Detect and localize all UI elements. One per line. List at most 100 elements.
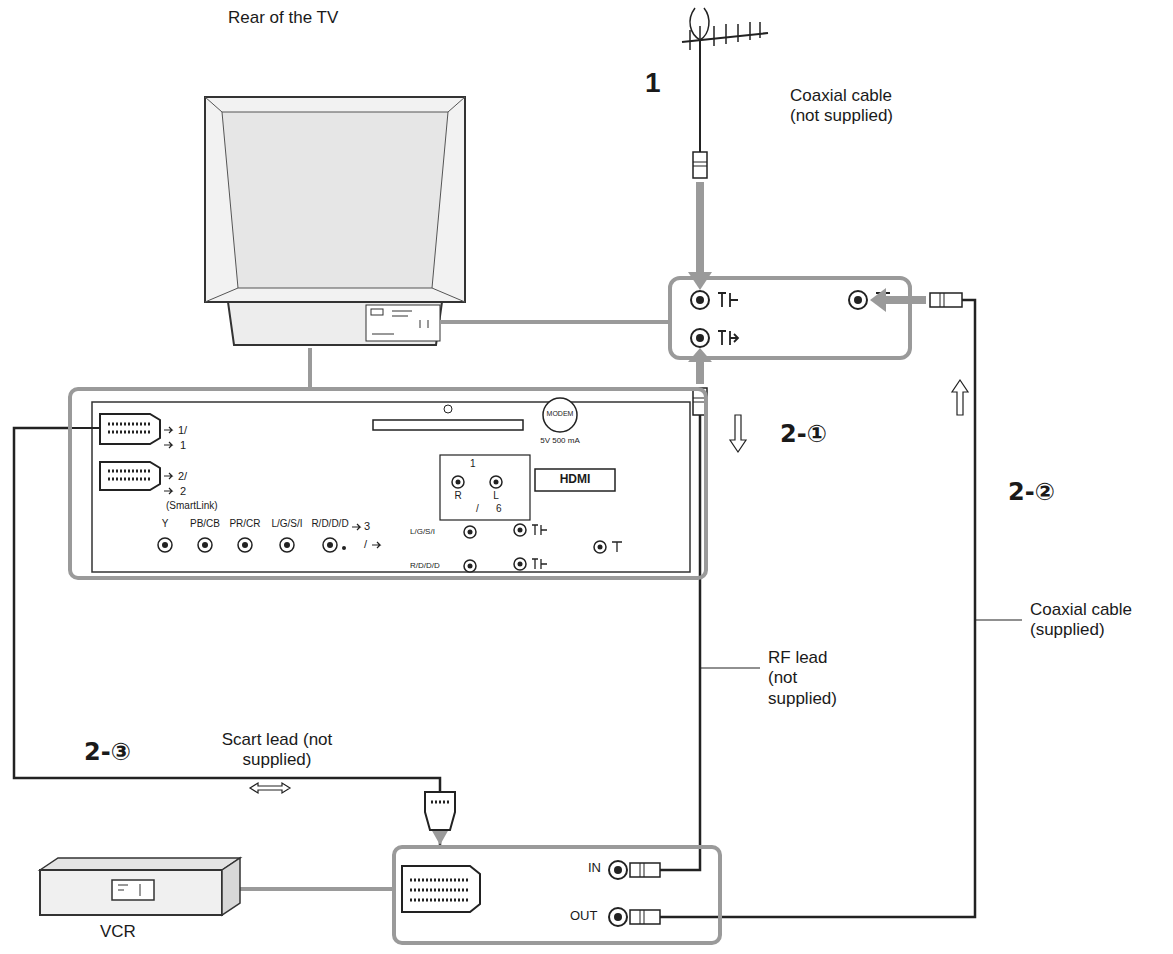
- tv-illustration-part: [205, 97, 465, 302]
- vcr-terminal-detail-part: [609, 861, 627, 879]
- panel-detail-part: [100, 462, 160, 490]
- socket-label: L: [493, 490, 499, 502]
- rf-lead-part: [640, 863, 644, 877]
- socket-label: L/G/S/I: [410, 527, 435, 536]
- vcr-terminal-detail-part: [614, 866, 622, 874]
- step-number: 2-②: [1008, 478, 1055, 507]
- hdmi-logo: HDMI: [560, 473, 591, 487]
- panel-detail-part: [456, 480, 461, 485]
- socket-label: 1: [180, 439, 186, 452]
- vcr-illustration-part: [222, 858, 240, 915]
- cable-label: Coaxial cable (not supplied): [790, 86, 922, 127]
- scart-lead: [250, 783, 455, 830]
- zoom-leader-line: [154, 322, 670, 889]
- aerial-terminal-box-part: [691, 329, 709, 347]
- aerial-illustration-part: [696, 182, 704, 272]
- aerial-terminal-box: [670, 278, 910, 358]
- panel-detail-part: [494, 480, 499, 485]
- rf-lead-part: [730, 415, 746, 452]
- rf-lead-part: [688, 348, 712, 362]
- rf-lead-part: [696, 362, 704, 384]
- panel-detail-part: [158, 538, 172, 552]
- vcr-illustration-part: [40, 858, 240, 870]
- panel-detail-part: [108, 471, 150, 479]
- vcr: VCR: [35, 855, 240, 950]
- panel-detail-part: [284, 542, 290, 548]
- vcr-terminal-detail-part: [410, 880, 470, 900]
- coaxial-cable-part: [975, 619, 1022, 620]
- panel-detail-part: [464, 560, 476, 572]
- socket-label: Y: [162, 518, 169, 530]
- step-number: 2-①: [780, 420, 827, 449]
- vcr-terminal-box: IN OUT: [392, 845, 722, 945]
- rf-lead: [630, 348, 760, 877]
- panel-detail-part: [327, 542, 333, 548]
- coaxial-cable-part: [630, 910, 660, 924]
- panel-detail-part: [280, 538, 294, 552]
- panel-detail-part: [323, 538, 337, 552]
- vcr-terminal-detail-part: [614, 913, 622, 921]
- coaxial-cable: [630, 288, 1022, 924]
- aerial-terminal-box-part: [691, 291, 709, 309]
- tv-illustration-part: [366, 305, 440, 341]
- socket-label: 2: [180, 485, 186, 498]
- jack-label: OUT: [570, 909, 597, 924]
- scart-lead-part: [425, 792, 455, 830]
- aerial-illustration: [682, 8, 768, 290]
- socket-label: PB/CB: [190, 518, 220, 530]
- aerial-terminal-box-part: [718, 293, 890, 345]
- vcr-terminal-detail-part: [402, 866, 480, 912]
- aerial-illustration-part: [693, 152, 707, 178]
- jack-label: IN: [588, 861, 601, 876]
- aerial-illustration-part: [682, 33, 768, 42]
- vcr-illustration-part: [40, 870, 222, 915]
- zoom-leader: [240, 887, 392, 891]
- panel-detail-part: [164, 427, 172, 494]
- panel-detail-part: [543, 398, 577, 432]
- socket-label: R/D/D/D: [311, 518, 348, 530]
- panel-detail-part: [202, 542, 208, 548]
- socket-label: 1: [470, 458, 476, 470]
- socket-label: PR/CR: [229, 518, 260, 530]
- panel-detail-part: [518, 562, 523, 567]
- panel-detail-part: [468, 530, 473, 535]
- panel-detail-part: [452, 476, 464, 488]
- panel-detail-part: [518, 528, 523, 533]
- aerial-illustration-part: [693, 162, 707, 166]
- socket-label: MODEM: [547, 410, 574, 418]
- panel-detail-part: [100, 414, 160, 444]
- panel-detail-part: [440, 455, 530, 520]
- panel-detail-part: [238, 538, 252, 552]
- tv-illustration-part: [371, 309, 383, 315]
- aerial-terminal-box-part: [670, 278, 910, 358]
- rf-lead-part: [630, 863, 660, 877]
- vcr-illustration-part: [112, 880, 154, 900]
- scart-lead: [14, 428, 440, 845]
- coaxial-cable-part: [886, 296, 926, 304]
- coaxial-cable-part: [870, 288, 886, 312]
- coaxial-cable-part: [640, 910, 644, 924]
- scart-lead-part: [431, 801, 449, 804]
- panel-detail-part: [598, 545, 603, 550]
- arrow-head: [431, 829, 449, 845]
- tv-illustration-part: [372, 311, 428, 334]
- panel-detail-part: [198, 538, 212, 552]
- coaxial-cable-part: [952, 380, 968, 415]
- tv-illustration: [205, 97, 465, 345]
- socket-label: 3: [364, 520, 370, 533]
- socket-label: 2/: [178, 470, 187, 483]
- panel-detail-part: [535, 469, 615, 491]
- panel-detail-part: [594, 541, 606, 553]
- scart-lead-part: [250, 783, 290, 793]
- vcr-terminal-detail-part: [609, 908, 627, 926]
- panel-detail-part: [68, 427, 100, 429]
- rating-label: 5V 500 mA: [540, 436, 580, 445]
- panel-detail-part: [162, 542, 168, 548]
- socket-label: L/G/S/I: [271, 518, 302, 530]
- panel-detail-part: [444, 405, 452, 413]
- cable-label: Scart lead (not supplied): [212, 730, 342, 771]
- aerial-terminal-box-part: [696, 334, 704, 342]
- tv-rear: Rear of the TV: [205, 5, 467, 348]
- aerial-terminal-box-part: [849, 291, 867, 309]
- aerial-illustration-part: [699, 40, 701, 152]
